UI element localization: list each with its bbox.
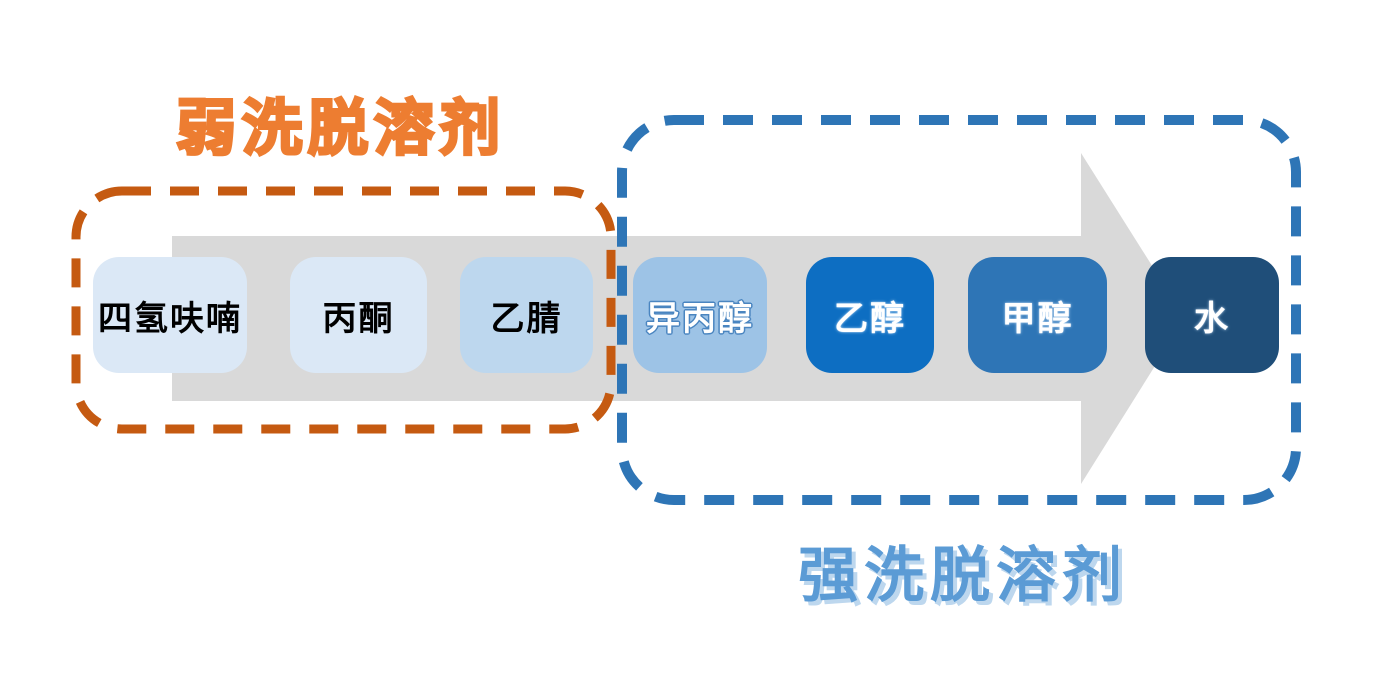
solvent-box-acetonitrile: 乙腈 — [460, 257, 593, 373]
solvent-box-water: 水 — [1145, 257, 1279, 373]
weak-group-title: 弱洗脱溶剂 — [175, 95, 506, 162]
solvent-box-isopropanol: 异丙醇 — [633, 257, 767, 373]
solvent-box-acetone: 丙酮 — [290, 257, 427, 373]
solvent-box-thf: 四氢呋喃 — [93, 257, 247, 373]
solvent-box-methanol: 甲醇 — [968, 257, 1107, 373]
solvent-box-ethanol: 乙醇 — [806, 257, 934, 373]
strong-group-title: 强洗脱溶剂 — [798, 542, 1128, 609]
